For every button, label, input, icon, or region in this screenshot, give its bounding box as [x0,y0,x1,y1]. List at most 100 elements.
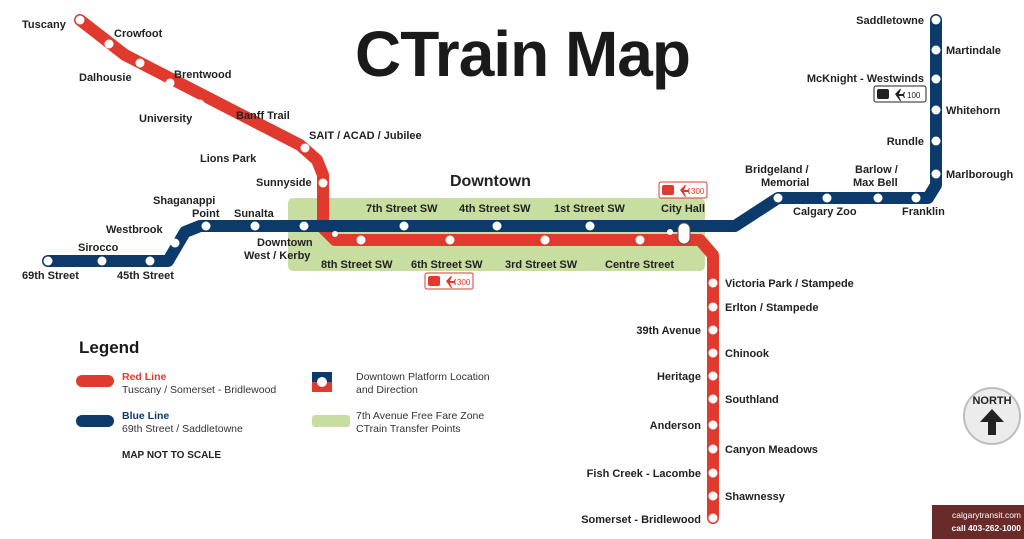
label-downtown-west-1: Downtown [257,237,313,249]
station-39th-avenue[interactable] [708,325,718,335]
free-fare-swatch [312,415,350,427]
station-franklin[interactable] [911,193,921,203]
legend-zone-1: 7th Avenue Free Fare Zone [356,410,485,422]
station-calgary-zoo[interactable] [822,193,832,203]
station-dalhousie[interactable] [135,58,145,68]
station-bridgeland[interactable] [773,193,783,203]
station-fish-creek[interactable] [708,468,718,478]
label-franklin: Franklin [902,206,945,218]
station-saddletowne[interactable] [931,15,941,25]
station-centre-street[interactable] [635,235,645,245]
not-to-scale-note: MAP NOT TO SCALE [122,450,222,461]
legend-red-name: Red Line [122,371,167,383]
station-shaganappi-point[interactable] [201,221,211,231]
station-8th-street-sw[interactable] [356,235,366,245]
station-martindale[interactable] [931,45,941,55]
label-rundle: Rundle [887,136,924,148]
legend-title: Legend [79,338,140,357]
label-mcknight: McKnight - Westwinds [807,73,924,85]
station-1st-street-sw[interactable] [585,221,595,231]
station-rundle[interactable] [931,136,941,146]
station-banff-trail[interactable] [227,117,237,127]
downtown-zone-label: Downtown [450,173,531,190]
station-southland[interactable] [708,394,718,404]
label-bridgeland-2: Memorial [761,177,809,189]
label-barlow-2: Max Bell [853,177,898,189]
station-4th-street-sw[interactable] [492,221,502,231]
label-lions-park: Lions Park [200,153,257,165]
label-martindale: Martindale [946,45,1001,57]
label-sunnyside: Sunnyside [256,177,312,189]
station-mcknight[interactable] [931,74,941,84]
station-3rd-street-sw[interactable] [540,235,550,245]
label-7th-street-sw: 7th Street SW [366,203,438,215]
label-39th-avenue: 39th Avenue [636,325,701,337]
station-heritage[interactable] [708,371,718,381]
station-45th-street[interactable] [145,256,155,266]
label-marlborough: Marlborough [946,169,1013,181]
label-69th-street: 69th Street [22,270,79,282]
station-brentwood[interactable] [165,78,175,88]
legend-zone-2: CTrain Transfer Points [356,423,461,435]
station-university[interactable] [195,99,205,109]
station-westbrook[interactable] [170,238,180,248]
station-tuscany[interactable] [75,15,85,25]
label-sunalta: Sunalta [234,208,275,220]
station-erlton[interactable] [708,302,718,312]
label-erlton: Erlton / Stampede [725,302,819,314]
label-banff-trail: Banff Trail [236,110,290,122]
station-downtown-west[interactable] [299,221,309,231]
mcknight-bus-route: 100 [907,91,921,100]
label-dalhousie: Dalhousie [79,72,132,84]
downtown-bus-badge: 300 [424,272,474,290]
station-victoria-park[interactable] [708,278,718,288]
station-lions-park[interactable] [257,132,267,142]
label-calgary-zoo: Calgary Zoo [793,206,857,218]
station-sunalta[interactable] [250,221,260,231]
station-7th-street-sw[interactable] [399,221,409,231]
downtown-bus-route: 300 [457,278,471,287]
brand-site[interactable]: calgarytransit.com [952,510,1021,520]
north-compass: NORTH [963,387,1021,445]
station-somerset[interactable] [708,513,718,523]
label-sirocco: Sirocco [78,242,119,254]
platform-markers [332,229,673,237]
label-shaganappi-2: Point [192,208,220,220]
label-1st-street-sw: 1st Street SW [554,203,626,215]
label-tuscany: Tuscany [22,19,67,31]
label-3rd-street-sw: 3rd Street SW [505,259,578,271]
station-sunnyside[interactable] [318,178,328,188]
label-saddletowne: Saddletowne [856,15,924,27]
station-69th-street[interactable] [43,256,53,266]
station-marlborough[interactable] [931,169,941,179]
red-line-path [74,14,719,524]
label-shaganappi-1: Shaganappi [153,195,215,207]
station-shawnessy[interactable] [708,491,718,501]
station-city-hall[interactable] [677,222,691,245]
brand-footer[interactable]: calgarytransit.com call 403-262-1000 [932,505,1024,539]
station-whitehorn[interactable] [931,105,941,115]
north-arrow-icon [980,409,1004,435]
label-university: University [139,113,193,125]
station-anderson[interactable] [708,420,718,430]
station-sait[interactable] [300,143,310,153]
blue-stations [97,45,941,266]
station-6th-street-sw[interactable] [445,235,455,245]
station-chinook[interactable] [708,348,718,358]
label-downtown-west-2: West / Kerby [244,250,311,262]
platform-marker [332,231,338,237]
label-canyon-meadows: Canyon Meadows [725,444,818,456]
blue-line-swatch [76,415,114,427]
label-centre-street: Centre Street [605,259,674,271]
station-sirocco[interactable] [97,256,107,266]
label-victoria-park: Victoria Park / Stampede [725,278,854,290]
station-barlow[interactable] [873,193,883,203]
station-canyon-meadows[interactable] [708,444,718,454]
legend-blue-line: Blue Line 69th Street / Saddletowne [122,410,243,436]
page-title: CTrain Map [355,18,691,90]
label-brentwood: Brentwood [174,69,231,81]
label-southland: Southland [725,394,779,406]
station-crowfoot[interactable] [104,39,114,49]
red-stations [104,39,718,523]
